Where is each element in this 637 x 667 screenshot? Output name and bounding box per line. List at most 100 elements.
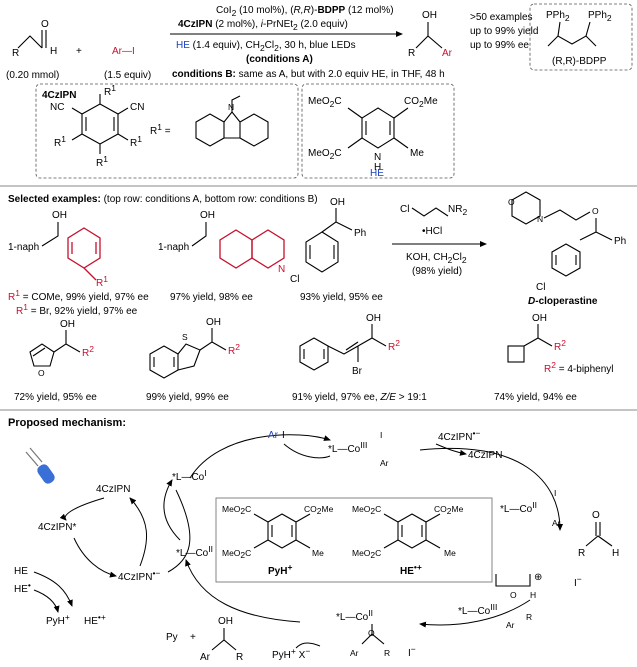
result-ee: up to 99% ee: [470, 40, 529, 51]
mech-ald-h: H: [612, 548, 619, 559]
example-1: 1-naph OH R1 R1 = COMe, 99% yield, 97% e…: [8, 210, 149, 317]
mech-pyh: PyH+: [46, 612, 70, 627]
czipn-structure: 4CzIPN R1 CN NC R1 R1 R1 R1 = N: [42, 83, 269, 169]
return-arrow: [129, 497, 148, 567]
examples-header: Selected examples: (top row: conditions …: [8, 194, 318, 205]
mech-co-iii-top: *L—CoIII I Ar: [328, 430, 389, 468]
general-reaction: R O H (0.20 mmol) + Ar—I (1.5 equiv) CoI…: [6, 3, 633, 81]
example-4: O OH R2 72% yield, 95% ee: [14, 319, 97, 403]
mech-lco-iii: *L—CoIII: [328, 440, 367, 455]
result-yield: up to 99% yield: [470, 26, 538, 37]
product-r: R: [408, 48, 415, 59]
cycle-arrow-right: [419, 448, 563, 531]
bdpp-ligand: PPh2 PPh2: [546, 10, 612, 47]
set-arrow-top: [435, 443, 467, 456]
ex5-s: S: [182, 332, 188, 342]
he-rad-me: Me: [444, 548, 456, 558]
he-n: N: [374, 152, 381, 163]
cycle-arrow-top: [189, 434, 331, 479]
reductive-quench-arrow: [73, 537, 117, 578]
clop-ph: Ph: [614, 236, 626, 247]
ex6-br: Br: [352, 366, 363, 377]
czipn-title: 4CzIPN: [42, 90, 76, 101]
ex5-r2: R2: [228, 342, 240, 357]
pyh-co2me: CO2Me: [304, 504, 334, 516]
ex1-yield-1: R1 = COMe, 99% yield, 97% ee: [8, 288, 149, 303]
alcohol-product: OH R Ar: [408, 10, 453, 59]
ex1-r1: R1: [96, 274, 108, 289]
carbazole-fragment: N: [195, 95, 269, 147]
ex2-n: N: [278, 264, 285, 275]
conditions-line-2: 4CzIPN (2 mol%), i-PrNEt2 (2.0 equiv): [178, 19, 348, 32]
he-h: H: [374, 162, 381, 173]
blue-led-icon: [25, 447, 55, 484]
ex4-r2: R2: [82, 344, 94, 359]
mech-lco-ii-right: *L—CoII: [500, 500, 537, 515]
aldehyde-h-label: H: [50, 46, 57, 57]
conditions-b-line: conditions B: same as A, but with 2.0 eq…: [172, 69, 445, 80]
mech-alk-lco: *L—CoII: [336, 608, 373, 623]
mech-lco-iii-ar: Ar: [380, 458, 389, 468]
ex7-yield: 74% yield, 94% ee: [494, 392, 577, 403]
cloperastine: O N O Ph Cl D-cloperastine: [508, 191, 626, 307]
plus-sign: +: [76, 46, 82, 57]
intermediates-box: [215, 497, 493, 583]
mech-aldehyde: O R H: [578, 510, 619, 559]
mech-prod-ar: Ar: [200, 652, 211, 663]
mech-coord-r: R: [526, 612, 532, 622]
reagent-hcl: •HCl: [422, 226, 442, 237]
furan-o: O: [38, 368, 45, 378]
pyh-me: Me: [312, 548, 324, 558]
clop-cl: Cl: [536, 282, 545, 293]
ex7-oh: OH: [532, 313, 547, 324]
pyh-structure: MeO2C CO2Me MeO2C Me PyH+: [222, 504, 334, 577]
mech-py: Py: [166, 632, 178, 643]
ar-i-arrow: [283, 443, 331, 459]
morpholine-n: N: [537, 214, 543, 224]
ex3-yield: 93% yield, 95% ee: [300, 292, 383, 303]
aldehyde-r-label: R: [12, 48, 19, 59]
he-meo2c-bottom: MeO2C: [308, 148, 342, 161]
cloperastine-step: Cl NR2 •HCl KOH, CH2Cl2 (98% yield): [392, 204, 487, 277]
aryl-iodide: Ar—I: [112, 46, 135, 57]
mech-lco-ii-i: I: [554, 488, 556, 498]
ligand-box: [529, 3, 633, 71]
conditions-line-1: CoI2 (10 mol%), (R,R)-BDPP (12 mol%): [216, 5, 394, 18]
morpholine-o: O: [508, 197, 515, 207]
mech-alk-r: R: [384, 648, 390, 658]
czipn-r1-left: R1: [54, 134, 66, 149]
mech-lco-ii-left: *L—CoII: [176, 544, 213, 559]
product-oh: OH: [422, 10, 437, 21]
ether-o: O: [592, 206, 599, 216]
mech-coord-h: H: [530, 590, 536, 600]
czipn-r1-right: R1: [130, 134, 142, 149]
mech-iminus-bottom: I−: [408, 644, 416, 659]
mech-czipn-rad-top: 4CzIPN•−: [438, 428, 480, 443]
mech-final-product: Py + OH Ar R PyH+ X−: [166, 616, 321, 663]
hantzsch-ester: MeO2C CO2Me MeO2C Me N H HE: [308, 96, 438, 179]
ex6-r2: R2: [388, 338, 400, 353]
result-examples: >50 examples: [470, 12, 533, 23]
mech-he-cat: HE•+: [84, 612, 106, 627]
he-box: [301, 83, 455, 179]
mech-czipn-l-top: 4CzIPN: [96, 484, 130, 495]
mech-ald-r: R: [578, 548, 585, 559]
ex7-r2: R2: [554, 338, 566, 353]
mech-coord-o: O: [510, 590, 517, 600]
mech-prod-r: R: [236, 652, 243, 663]
reagent-cond-1: KOH, CH2Cl2: [406, 252, 467, 265]
mech-czipn-top-right: 4CzIPN: [468, 450, 502, 461]
reagent-nr2: NR2: [448, 204, 467, 217]
he-radical-cation-structure: MeO2C CO2Me MeO2C Me HE•+: [352, 504, 464, 577]
mech-czipn-l-rad: 4CzIPN•−: [118, 568, 160, 583]
product-ar: Ar: [442, 48, 453, 59]
example-5: S OH R2 99% yield, 99% ee: [146, 317, 240, 403]
ex2-naph: 1-naph: [158, 242, 189, 253]
mech-coord-lco: *L—CoIII: [458, 602, 497, 617]
mech-alk-ar: Ar: [350, 648, 359, 658]
reagent-cl: Cl: [400, 204, 409, 215]
mech-co-ii-right: *L—CoII I Ar: [500, 488, 561, 528]
he-rad-meo2c-top: MeO2C: [352, 504, 381, 516]
